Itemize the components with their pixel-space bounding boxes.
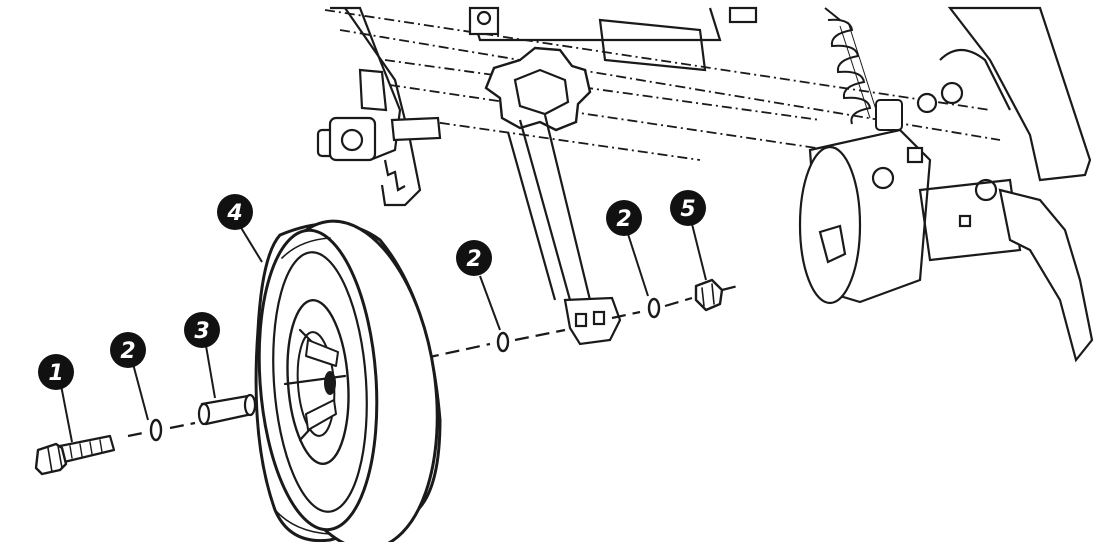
callout-label: 2	[616, 207, 631, 232]
part-nut	[694, 278, 724, 312]
tension-spring	[824, 7, 903, 131]
part-washer-middle	[496, 331, 510, 353]
callout-label: 3	[194, 319, 209, 344]
part-washer-left	[149, 418, 163, 442]
tine-blade	[998, 188, 1094, 363]
chassis-frame	[316, 6, 1094, 363]
callout-1: 1	[38, 354, 74, 390]
frame-rails	[324, 9, 1001, 161]
tine-shield	[947, 6, 1092, 182]
assembly-axis	[127, 284, 739, 438]
callout-label: 4	[226, 201, 242, 226]
callout-4: 4	[217, 194, 253, 230]
callout-2-middle: 2	[456, 240, 492, 276]
callout-2-right: 2	[606, 200, 642, 236]
callout-5: 5	[670, 190, 706, 226]
callout-label: 5	[680, 197, 695, 222]
callout-label: 2	[466, 247, 481, 272]
part-spacer	[197, 393, 257, 426]
hitch-foot	[563, 296, 622, 346]
callout-leaders	[59, 223, 707, 443]
gearbox-housing	[798, 81, 1022, 305]
part-wheel	[254, 219, 442, 542]
callout-label: 1	[48, 361, 63, 386]
callout-2-left: 2	[110, 332, 146, 368]
callout-3: 3	[184, 312, 220, 348]
callout-label: 2	[120, 339, 135, 364]
part-bolt	[34, 434, 116, 476]
part-washer-right	[647, 297, 661, 319]
